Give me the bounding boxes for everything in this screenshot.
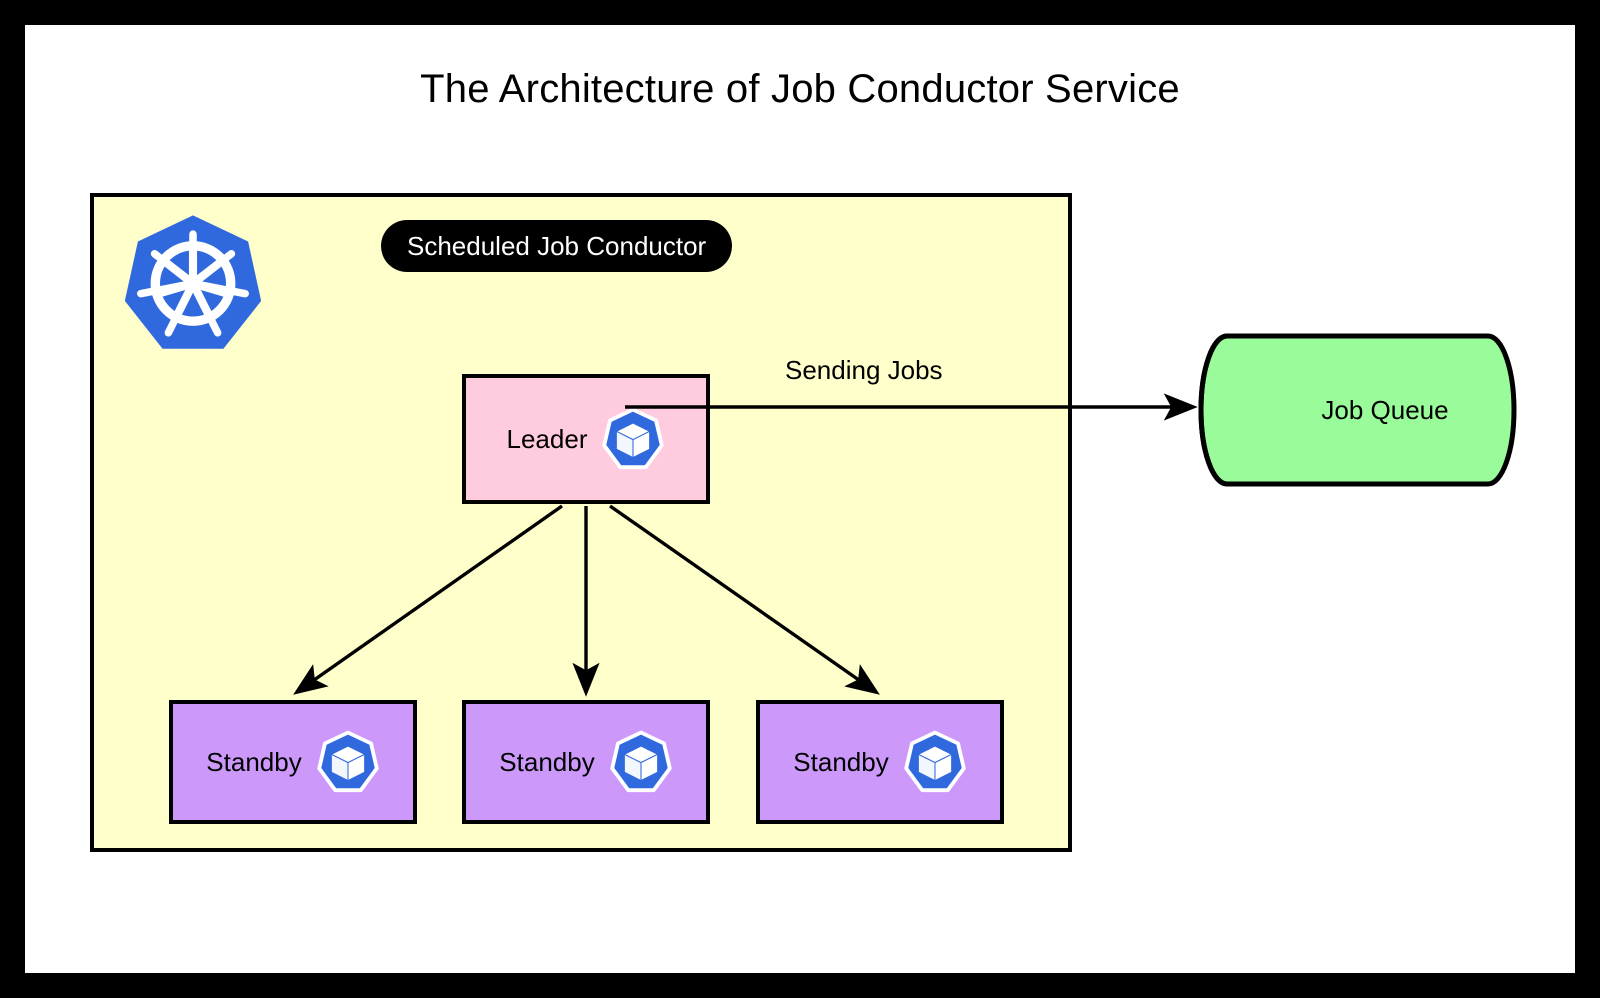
node-standby-1[interactable]: Standby <box>169 700 417 824</box>
node-standby-2[interactable]: Standby <box>462 700 710 824</box>
node-leader[interactable]: Leader <box>462 374 710 504</box>
node-standby-1-label: Standby <box>206 746 302 777</box>
job-queue-label-wrap: Job Queue <box>1240 330 1530 490</box>
kubernetes-pod-icon <box>903 730 966 793</box>
kubernetes-pod-icon <box>316 730 379 793</box>
node-standby-2-label: Standby <box>499 746 595 777</box>
edge-leader-standby-3 <box>609 504 880 695</box>
job-queue-cylinder[interactable] <box>1195 330 1520 490</box>
cluster-badge: Scheduled Job Conductor <box>381 220 733 272</box>
kubernetes-pod-icon <box>609 730 672 793</box>
diagram-canvas: The Architecture of Job Conductor Servic… <box>25 25 1575 973</box>
page-title: The Architecture of Job Conductor Servic… <box>420 67 1180 111</box>
node-leader-label: Leader <box>506 423 588 454</box>
kubernetes-pod-icon <box>602 407 665 470</box>
kubernetes-logo-icon <box>124 215 262 349</box>
node-standby-3-label: Standby <box>793 746 889 777</box>
job-queue-label: Job Queue <box>1321 394 1449 425</box>
cluster-container: Scheduled Job Conductor Leader <box>90 193 1072 852</box>
node-standby-3[interactable]: Standby <box>756 700 1004 824</box>
edge-label-sending-jobs: Sending Jobs <box>785 355 943 385</box>
edge-leader-standby-1 <box>293 504 563 695</box>
cluster-badge-label: Scheduled Job Conductor <box>407 230 707 261</box>
